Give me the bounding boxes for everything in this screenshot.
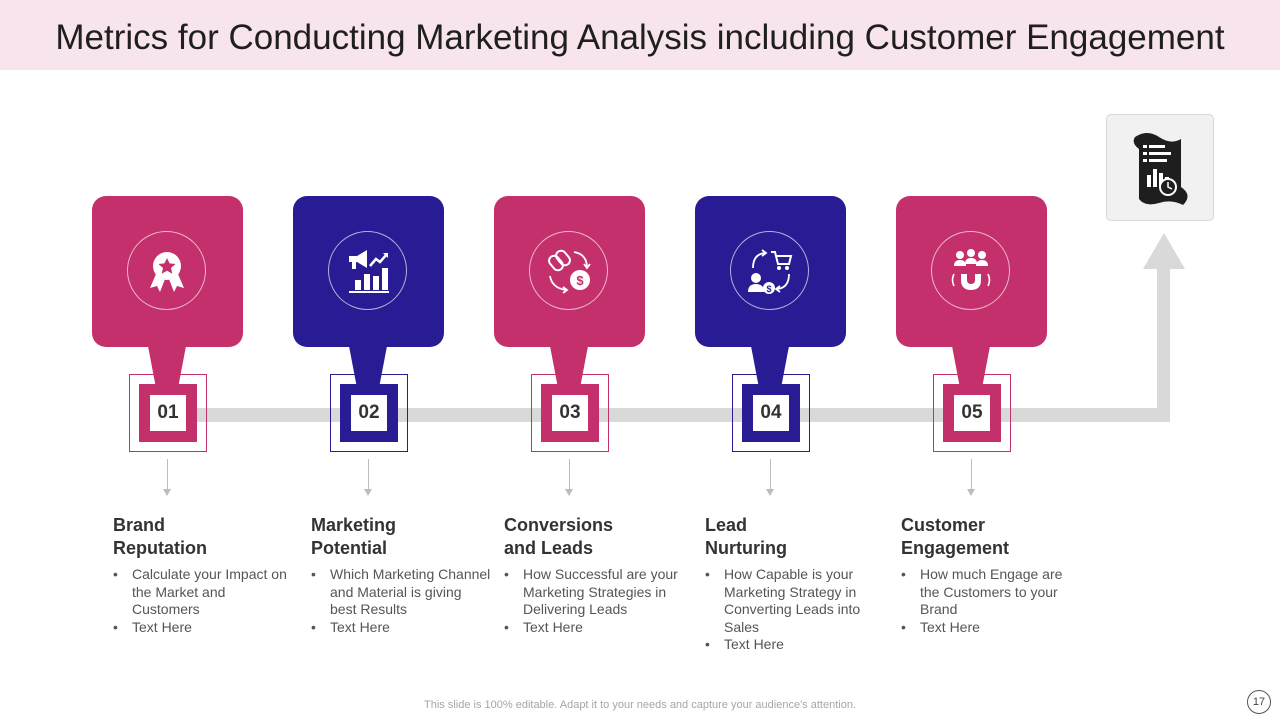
bullet-item: Text Here xyxy=(901,619,1081,637)
bullet-item: Text Here xyxy=(311,619,491,637)
step-connector-arrow-3 xyxy=(565,489,573,496)
step-card-1 xyxy=(92,196,243,347)
step-heading-3: Conversions and Leads xyxy=(504,515,614,558)
title-bar xyxy=(0,0,1280,70)
megaphone-growth-icon xyxy=(349,250,389,293)
step-bullets-1: Calculate your Impact on the Market and … xyxy=(113,566,293,636)
step-number-frame-2: 02 xyxy=(330,374,408,452)
step-bullets-3: How Successful are your Marketing Strate… xyxy=(504,566,684,636)
step-heading-5: Customer Engagement xyxy=(901,515,1010,558)
step-connector-arrow-5 xyxy=(967,489,975,496)
icon-ring xyxy=(127,231,206,310)
step-number-frame-1: 01 xyxy=(129,374,207,452)
footer-note: This slide is 100% editable. Adapt it to… xyxy=(424,699,856,711)
bullet-item: How Capable is your Marketing Strategy i… xyxy=(705,566,885,636)
step-number-4: 04 xyxy=(753,395,789,431)
step-bullets-5: How much Engage are the Customers to you… xyxy=(901,566,1081,636)
cart-customer-cycle-icon: $ xyxy=(748,249,793,294)
step-connector-1 xyxy=(167,459,168,489)
step-connector-3 xyxy=(569,459,570,489)
step-card-2 xyxy=(293,196,444,347)
bullet-item: Text Here xyxy=(113,619,293,637)
svg-text:$: $ xyxy=(766,284,771,294)
step-bullets-4: How Capable is your Marketing Strategy i… xyxy=(705,566,885,654)
step-card-5 xyxy=(896,196,1047,347)
step-number-3: 03 xyxy=(552,395,588,431)
timeline-track xyxy=(180,408,1170,422)
icon-ring: $ xyxy=(529,231,608,310)
magnet-people-icon xyxy=(951,249,991,290)
step-connector-2 xyxy=(368,459,369,489)
icon-ring: $ xyxy=(730,231,809,310)
step-connector-4 xyxy=(770,459,771,489)
svg-text:$: $ xyxy=(576,273,584,288)
icon-ring xyxy=(328,231,407,310)
step-connector-arrow-2 xyxy=(364,489,372,496)
step-heading-1: Brand Reputation xyxy=(113,515,207,558)
step-connector-5 xyxy=(971,459,972,489)
step-heading-2: Marketing Potential xyxy=(311,515,397,558)
award-ribbon-icon xyxy=(150,252,184,292)
link-dollar-cycle-icon: $ xyxy=(548,249,591,294)
step-number-5: 05 xyxy=(954,395,990,431)
timeline-arrow-head xyxy=(1143,233,1185,269)
step-number-frame-4: 04 xyxy=(732,374,810,452)
bullet-item: How Successful are your Marketing Strate… xyxy=(504,566,684,619)
icon-ring xyxy=(931,231,1010,310)
page-number: 17 xyxy=(1247,690,1271,714)
step-number-2: 02 xyxy=(351,395,387,431)
bullet-item: Which Marketing Channel and Material is … xyxy=(311,566,491,619)
report-document-box xyxy=(1106,114,1214,221)
step-connector-arrow-4 xyxy=(766,489,774,496)
step-heading-4: Lead Nurturing xyxy=(705,515,787,558)
bullet-item: Text Here xyxy=(504,619,684,637)
step-number-1: 01 xyxy=(150,395,186,431)
bullet-item: Calculate your Impact on the Market and … xyxy=(113,566,293,619)
timeline-track-riser xyxy=(1157,265,1170,422)
step-card-3: $ xyxy=(494,196,645,347)
report-document-icon xyxy=(1133,133,1188,205)
bullet-item: Text Here xyxy=(705,636,885,654)
step-number-frame-3: 03 xyxy=(531,374,609,452)
step-bullets-2: Which Marketing Channel and Material is … xyxy=(311,566,491,636)
slide-title: Metrics for Conducting Marketing Analysi… xyxy=(55,18,1225,57)
bullet-item: How much Engage are the Customers to you… xyxy=(901,566,1081,619)
step-number-frame-5: 05 xyxy=(933,374,1011,452)
step-connector-arrow-1 xyxy=(163,489,171,496)
step-card-4: $ xyxy=(695,196,846,347)
